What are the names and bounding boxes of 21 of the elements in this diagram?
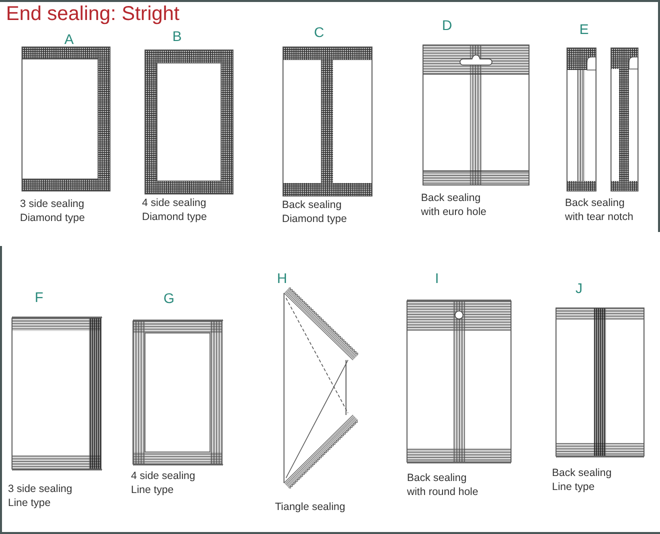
bag-caption: Tiangle sealing xyxy=(275,500,346,514)
bag-caption: Back sealing with euro hole xyxy=(421,191,488,219)
bag-caption: 3 side sealing Line type xyxy=(8,482,74,510)
bag-caption: 3 side sealing Diamond type xyxy=(20,197,86,225)
variant-letter: D xyxy=(442,18,452,32)
bag-caption: Back sealing Line type xyxy=(552,466,613,494)
variant-letter: B xyxy=(172,29,182,43)
bag-caption: Back sealing Diamond type xyxy=(282,198,348,226)
variant-letter: H xyxy=(276,271,288,285)
variant-letter: J xyxy=(576,281,582,295)
variant-letter: I xyxy=(435,271,439,285)
bag-caption: Back sealing with tear notch xyxy=(565,196,634,224)
variant-letter: G xyxy=(164,291,174,305)
variant-letter: F xyxy=(34,290,44,304)
variant-letter: E xyxy=(579,22,589,36)
bag-caption: Back sealing with round hole xyxy=(407,471,480,499)
bag-caption: 4 side sealing Line type xyxy=(131,469,196,497)
variant-letter: C xyxy=(314,25,324,39)
bag-caption: 4 side sealing Diamond type xyxy=(142,196,208,224)
page-title: End sealing: Stright xyxy=(6,4,180,24)
variant-letter: A xyxy=(64,32,74,46)
